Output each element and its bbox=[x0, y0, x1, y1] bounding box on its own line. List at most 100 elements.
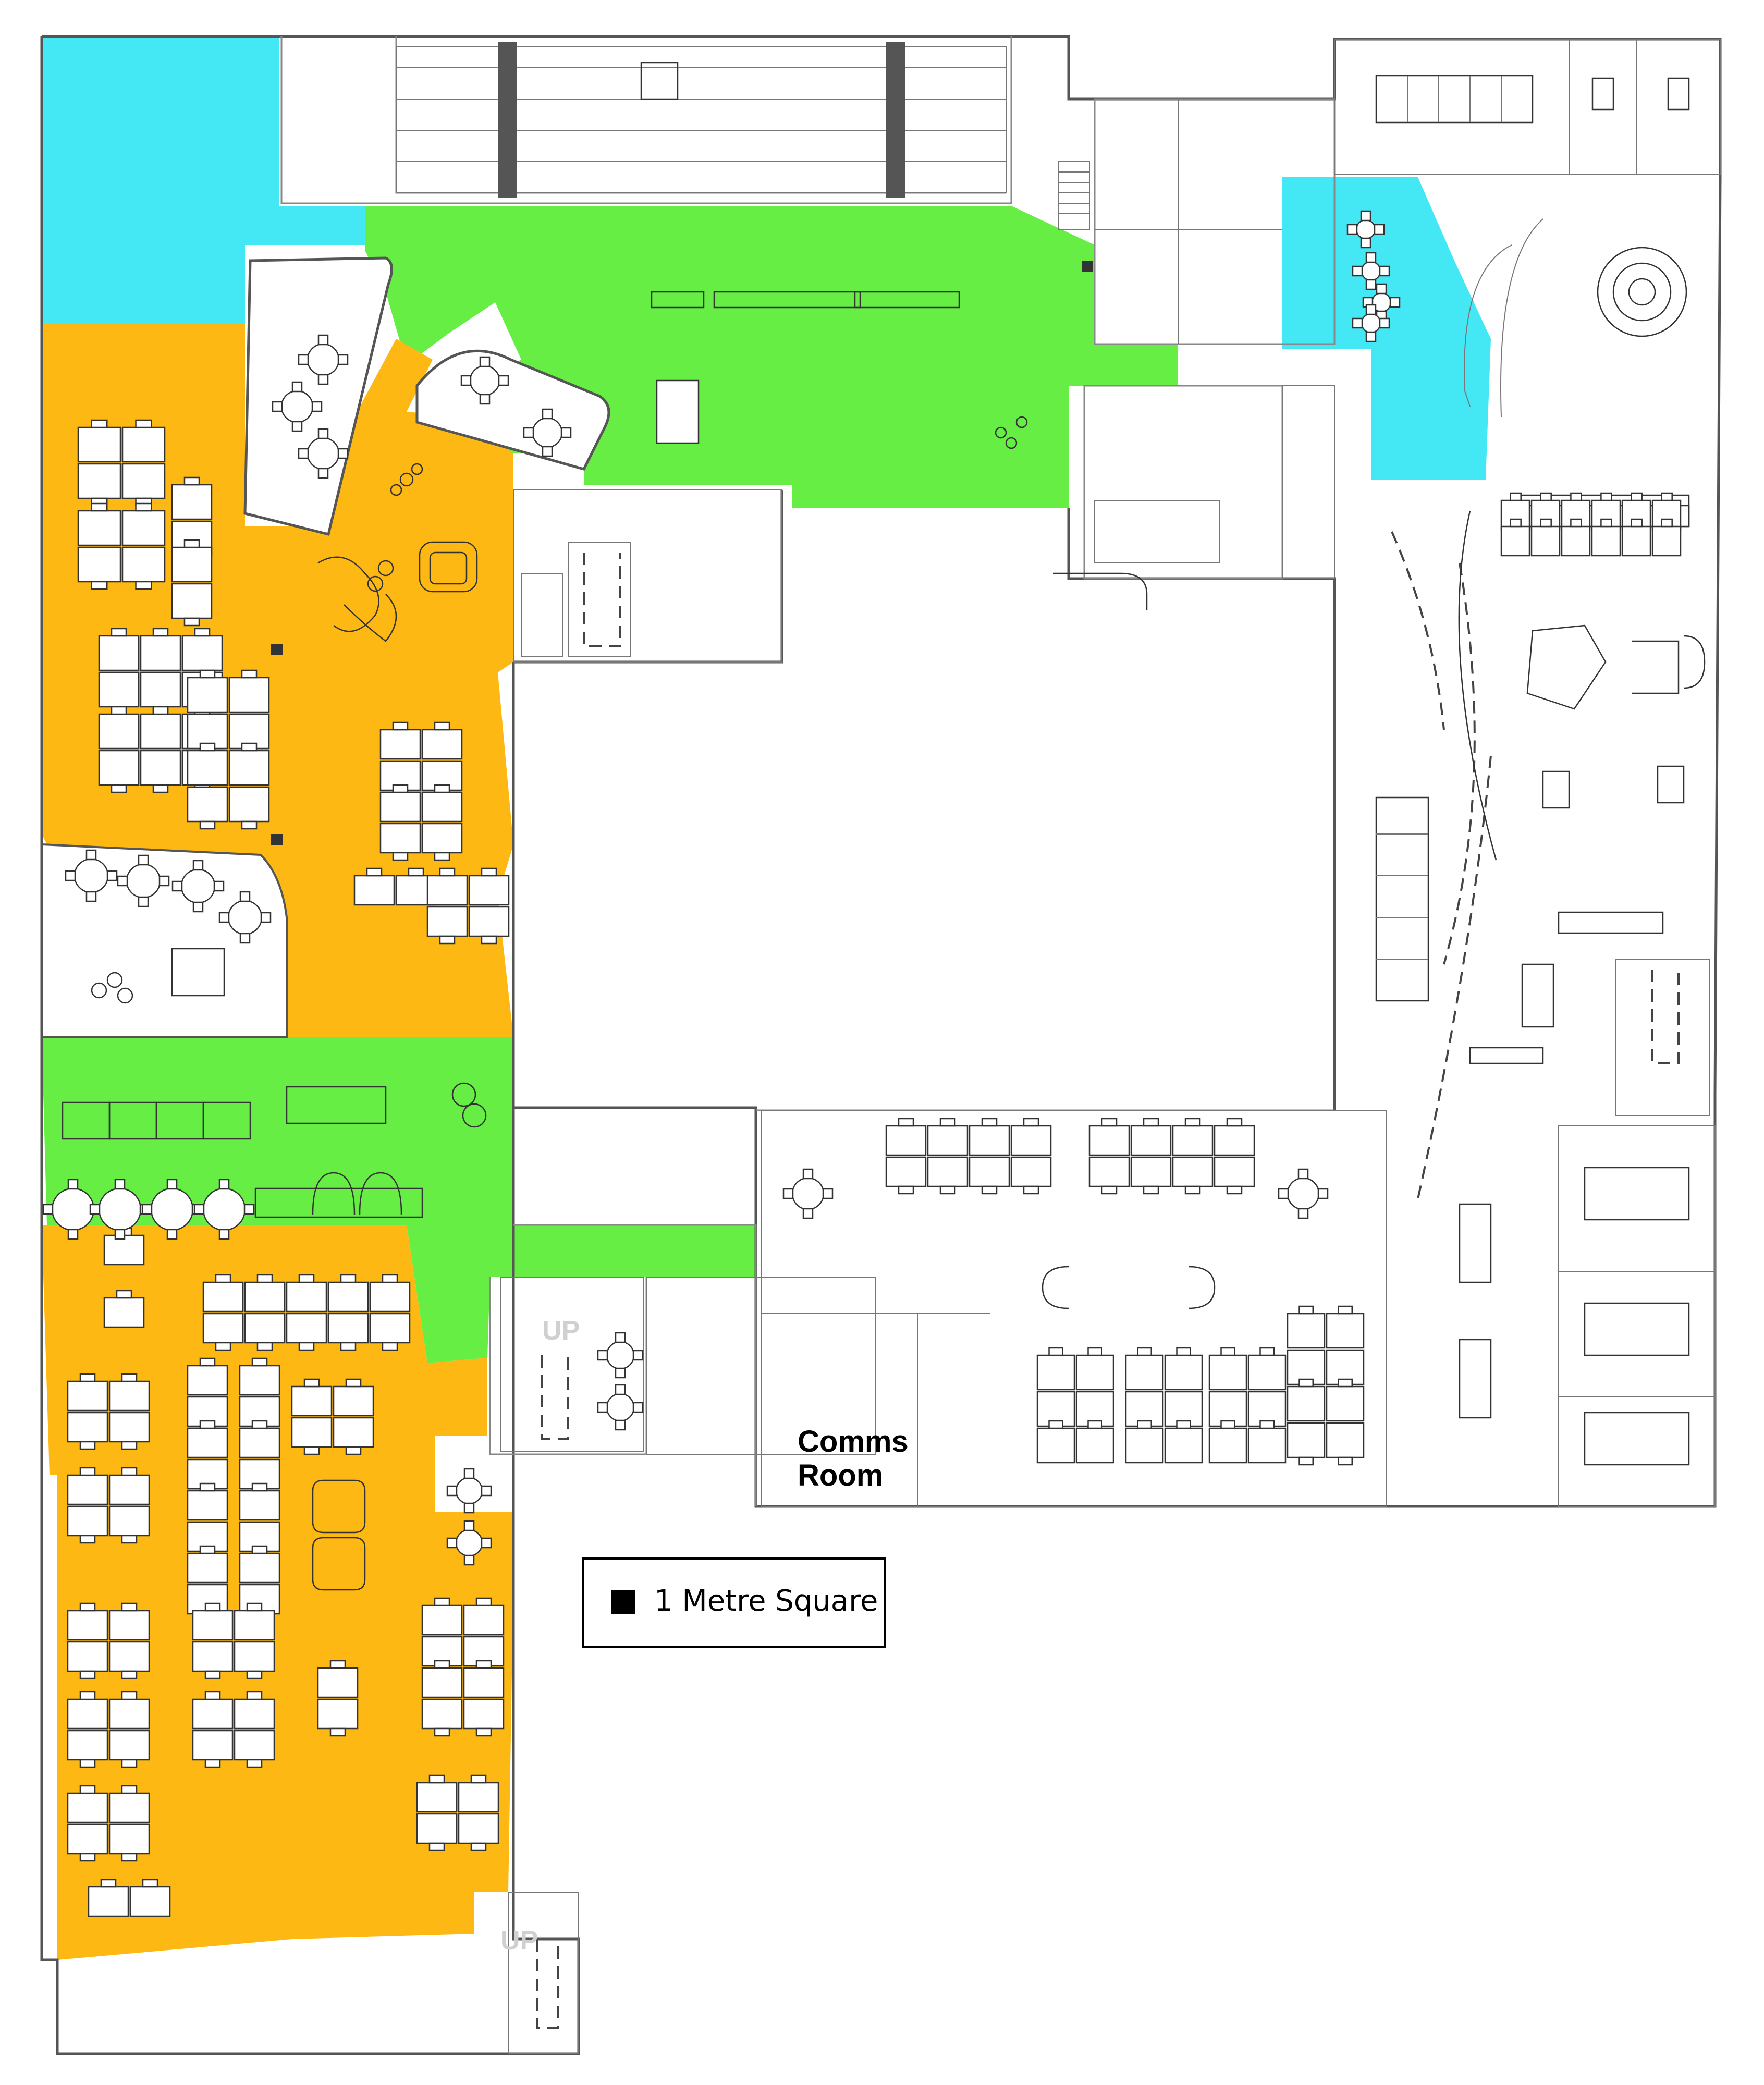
desk bbox=[458, 1813, 499, 1844]
desk bbox=[353, 875, 395, 906]
desk-chair bbox=[121, 1759, 138, 1768]
round-table bbox=[280, 390, 314, 423]
desk bbox=[421, 1667, 463, 1698]
desk bbox=[1036, 1354, 1075, 1391]
desk-chair bbox=[241, 742, 258, 752]
desk bbox=[1621, 525, 1651, 557]
table-chair bbox=[192, 901, 204, 913]
table-chair bbox=[481, 1485, 492, 1497]
desk-chair bbox=[434, 721, 450, 731]
desk-chair bbox=[1048, 1347, 1063, 1356]
desk bbox=[171, 546, 213, 583]
desk-chair bbox=[79, 1373, 96, 1382]
desk-chair bbox=[91, 581, 108, 590]
desk bbox=[1287, 1313, 1326, 1349]
desk bbox=[187, 750, 228, 786]
table-chair bbox=[542, 446, 553, 457]
desk-chair bbox=[121, 1535, 138, 1544]
desk-chair bbox=[204, 1691, 221, 1700]
desk bbox=[327, 1281, 369, 1313]
desk-chair bbox=[392, 852, 409, 861]
desk bbox=[192, 1641, 234, 1672]
desk bbox=[108, 1380, 150, 1412]
desk bbox=[885, 1125, 927, 1156]
arc-dividers bbox=[1391, 510, 1497, 1199]
desk-chair bbox=[1338, 1456, 1353, 1466]
desk bbox=[187, 1552, 228, 1584]
desk-chair bbox=[246, 1759, 263, 1768]
desk bbox=[108, 1505, 150, 1537]
desk-chair bbox=[434, 1727, 450, 1737]
table-chair bbox=[117, 875, 128, 887]
desk bbox=[171, 484, 213, 520]
desk bbox=[1326, 1385, 1365, 1422]
table-chair bbox=[218, 1179, 230, 1190]
desk-chair bbox=[251, 1420, 268, 1429]
desk bbox=[103, 1297, 145, 1328]
desk bbox=[239, 1365, 280, 1396]
desk bbox=[1164, 1354, 1203, 1391]
desk-chair bbox=[428, 1842, 445, 1851]
table-chair bbox=[1379, 265, 1390, 277]
desk-chair bbox=[1176, 1420, 1191, 1429]
desk bbox=[67, 1474, 108, 1505]
table-chair bbox=[42, 1204, 54, 1215]
desk-chair bbox=[1220, 1420, 1235, 1429]
desk-chair bbox=[1220, 1347, 1235, 1356]
desk-chair bbox=[1298, 1378, 1314, 1388]
desk bbox=[192, 1698, 234, 1730]
desk bbox=[67, 1823, 108, 1855]
desk-chair bbox=[939, 1118, 956, 1127]
desk-chair bbox=[1101, 1185, 1118, 1195]
desk-chair bbox=[121, 1670, 138, 1679]
core-rooms bbox=[500, 98, 1710, 2054]
table-chair bbox=[89, 1204, 101, 1215]
round-tables bbox=[42, 210, 1401, 1566]
desk bbox=[421, 1604, 463, 1636]
desk bbox=[67, 1641, 108, 1672]
desk-chair bbox=[1298, 1305, 1314, 1315]
table-chair bbox=[337, 354, 349, 365]
table-chair bbox=[166, 1179, 178, 1190]
desk-chair bbox=[121, 1441, 138, 1450]
table-chair bbox=[1389, 297, 1401, 308]
round-table bbox=[606, 1393, 635, 1422]
table-chair bbox=[291, 421, 303, 432]
desk-chair bbox=[434, 784, 450, 793]
desk-chair bbox=[135, 419, 152, 428]
desk-chair bbox=[1631, 492, 1643, 501]
desk-chair bbox=[408, 867, 424, 877]
table-chair bbox=[1360, 237, 1371, 249]
desk-chair bbox=[251, 1482, 268, 1492]
desk-chair bbox=[183, 476, 200, 486]
round-table bbox=[1355, 219, 1376, 240]
legend: 1 Metre Square bbox=[582, 1557, 886, 1648]
round-table bbox=[202, 1187, 246, 1231]
round-table bbox=[606, 1341, 635, 1370]
desk bbox=[67, 1610, 108, 1641]
table-chair bbox=[138, 854, 149, 866]
table-chair bbox=[272, 401, 283, 412]
desk-chair bbox=[79, 1441, 96, 1450]
desk-chair bbox=[1540, 492, 1552, 501]
table-chair bbox=[291, 381, 303, 393]
desk-chair bbox=[121, 1467, 138, 1476]
desk-chair bbox=[256, 1342, 273, 1351]
desk bbox=[291, 1385, 333, 1417]
desk bbox=[121, 463, 166, 499]
desk bbox=[108, 1610, 150, 1641]
table-chair bbox=[239, 891, 251, 902]
desk bbox=[1088, 1156, 1130, 1187]
desk-chair bbox=[251, 1357, 268, 1367]
desk-chair bbox=[1570, 492, 1582, 501]
table-chair bbox=[1278, 1188, 1289, 1199]
desk bbox=[108, 1698, 150, 1730]
desk bbox=[140, 671, 181, 708]
desk-chair bbox=[1661, 518, 1673, 528]
desk-chair bbox=[470, 1842, 487, 1851]
desk-chair bbox=[79, 1759, 96, 1768]
desk bbox=[67, 1792, 108, 1823]
desk-chair bbox=[1023, 1118, 1039, 1127]
table-chair bbox=[446, 1537, 458, 1549]
table-chair bbox=[479, 356, 491, 367]
